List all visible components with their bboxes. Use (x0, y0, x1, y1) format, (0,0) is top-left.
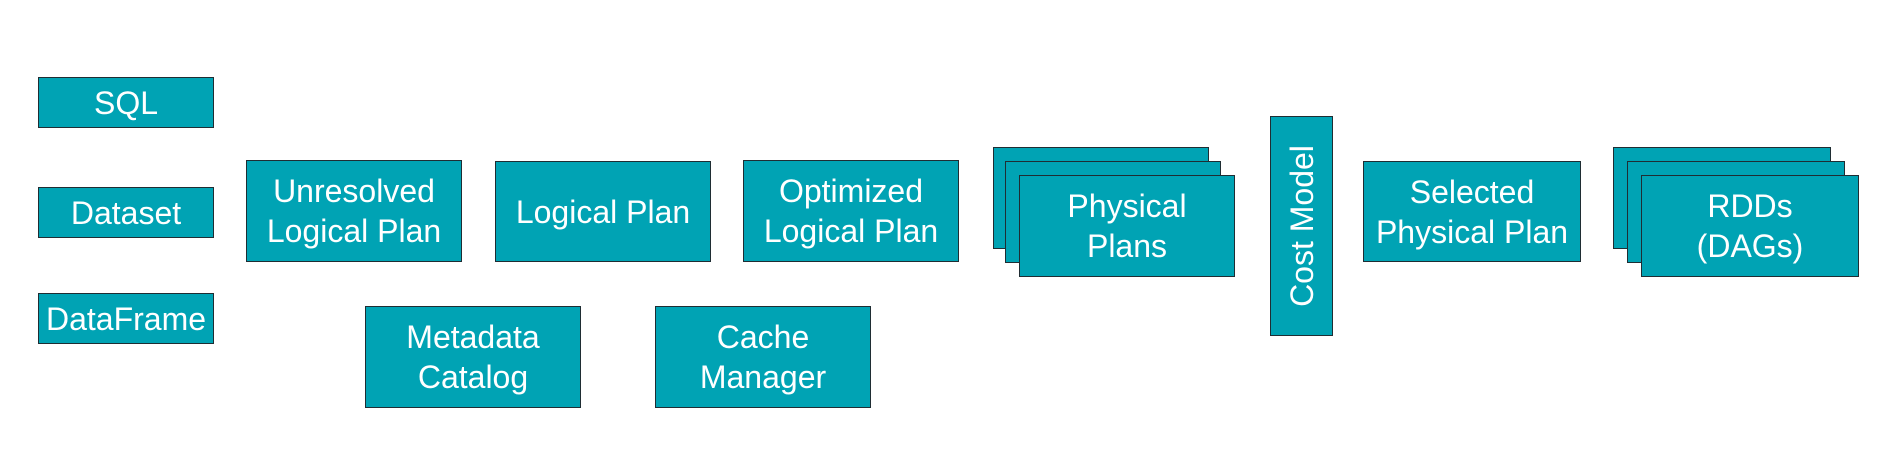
dataframe-box: DataFrame (38, 293, 214, 344)
rdds-box: RDDs (DAGs) (1641, 175, 1859, 277)
connector-dataframe-to-unresolved (212, 215, 248, 321)
logical-plan-box: Logical Plan (495, 161, 711, 262)
cost-model-label: Cost Model (1283, 145, 1320, 307)
metadata-catalog-box: Metadata Catalog (365, 306, 581, 408)
optimized-logical-plan-label: Optimized Logical Plan (763, 173, 939, 249)
physical-plans-box: Physical Plans (1019, 175, 1235, 277)
dataframe-label: DataFrame (45, 300, 207, 337)
unresolved-logical-plan-box: Unresolved Logical Plan (246, 160, 462, 262)
connector-sql-to-unresolved (212, 105, 248, 211)
cache-manager-box: Cache Manager (655, 306, 871, 408)
selected-physical-plan-box: Selected Physical Plan (1363, 161, 1581, 262)
metadata-catalog-label: Metadata Catalog (406, 319, 540, 395)
dataset-box: Dataset (38, 187, 214, 238)
cache-manager-label: Cache Manager (699, 319, 827, 395)
unresolved-logical-plan-label: Unresolved Logical Plan (266, 173, 442, 249)
cost-model-box: Cost Model (1270, 116, 1333, 336)
sql-box: SQL (38, 77, 214, 128)
dataset-label: Dataset (70, 194, 182, 231)
selected-physical-plan-label: Selected Physical Plan (1375, 173, 1569, 250)
logical-plan-label: Logical Plan (515, 193, 691, 230)
rdds-label: RDDs (DAGs) (1696, 188, 1804, 264)
physical-plans-label: Physical Plans (1067, 188, 1187, 264)
sql-label: SQL (93, 84, 159, 121)
optimized-logical-plan-box: Optimized Logical Plan (743, 160, 959, 262)
